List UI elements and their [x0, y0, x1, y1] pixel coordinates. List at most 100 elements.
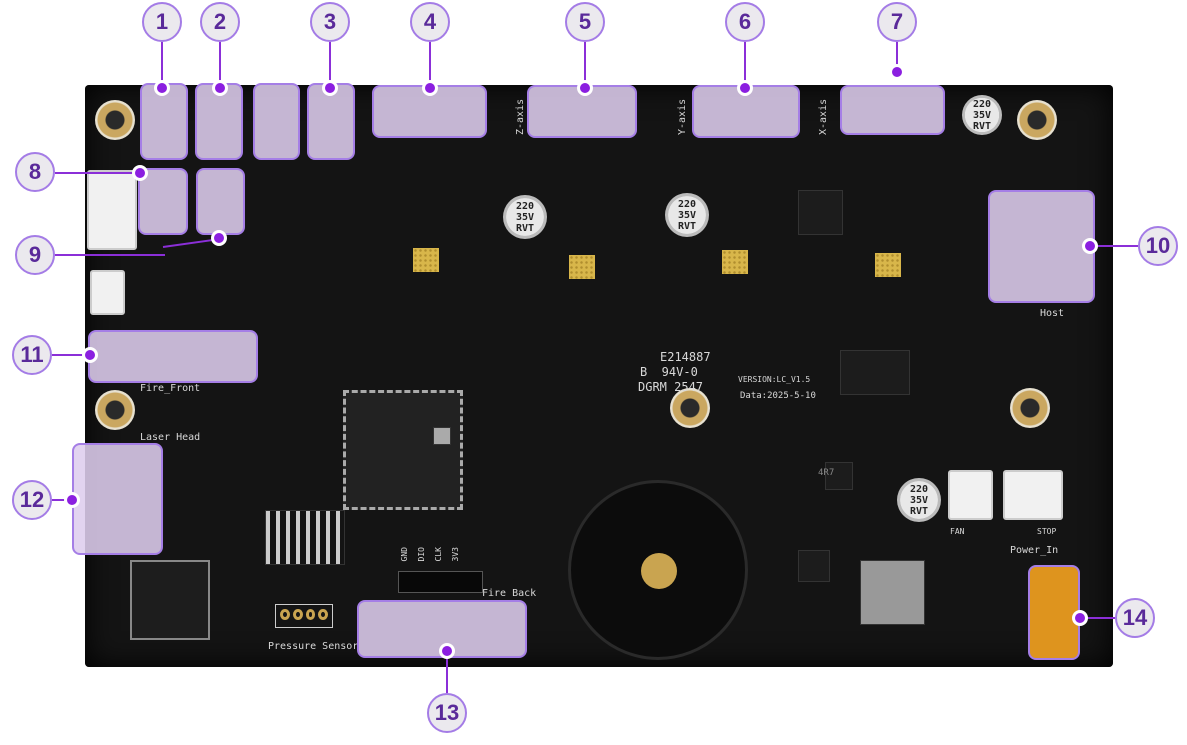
callout-13: 13	[427, 693, 467, 733]
leader-line	[896, 42, 898, 70]
callout-dot	[154, 80, 170, 96]
ic-chip	[265, 510, 345, 565]
pin-label: CLK	[434, 547, 443, 562]
power-in-label: Power_In	[1010, 545, 1059, 556]
fan-label: FAN	[950, 527, 965, 536]
callout-dot	[889, 64, 905, 80]
connector-11[interactable]	[88, 330, 258, 383]
connector-8[interactable]	[138, 168, 188, 235]
callout-11: 11	[12, 335, 52, 375]
driver-pad	[569, 255, 595, 279]
inductor	[798, 190, 843, 235]
leader-line	[55, 172, 140, 174]
z-axis-label: Z-axis	[515, 98, 526, 135]
ic-chip	[840, 350, 910, 395]
x-axis-label: X-axis	[818, 98, 829, 135]
connector-12[interactable]	[72, 443, 163, 555]
callout-dot	[577, 80, 593, 96]
crystal	[433, 427, 451, 445]
callout-dot	[1082, 238, 1098, 254]
mosfet	[130, 560, 210, 640]
connector-14-power[interactable]	[1028, 565, 1080, 660]
fire-front-label: Fire_Front	[140, 383, 201, 394]
leader-line	[329, 42, 331, 82]
pressure-sensor-header	[275, 604, 333, 628]
driver-pad	[722, 250, 748, 274]
callout-dot	[132, 165, 148, 181]
leader-line	[744, 42, 746, 82]
callout-5: 5	[565, 2, 605, 42]
stop-connector	[1003, 470, 1063, 520]
pin-label: 3V3	[451, 547, 460, 562]
inductor-label: 4R7	[818, 468, 835, 478]
dgrm-code: DGRM 2547	[638, 380, 704, 394]
version-label: VERSION:LC_V1.5	[738, 375, 811, 384]
leader-line	[219, 42, 221, 82]
driver-pad	[875, 253, 901, 277]
pin-label: DIO	[417, 547, 426, 562]
callout-7: 7	[877, 2, 917, 42]
mounting-hole	[1017, 100, 1057, 140]
white-connector	[90, 270, 125, 315]
mcu-chip	[343, 390, 463, 510]
fan-connector	[948, 470, 993, 520]
inductor	[825, 462, 853, 490]
mounting-hole	[670, 388, 710, 428]
mounting-hole	[1010, 388, 1050, 428]
pressure-sensor-label: Pressure Sensor	[268, 641, 359, 652]
flame-rating: B 94V-0	[640, 365, 698, 379]
connector-unlabeled[interactable]	[253, 83, 300, 160]
laser-head-label: Laser Head	[140, 432, 201, 443]
callout-12: 12	[12, 480, 52, 520]
mounting-hole	[95, 100, 135, 140]
y-axis-label: Y-axis	[677, 98, 688, 135]
callout-4: 4	[410, 2, 450, 42]
leader-line	[1080, 617, 1115, 619]
host-label: Host	[1040, 308, 1065, 319]
callout-dot	[212, 80, 228, 96]
leader-line	[429, 42, 431, 82]
callout-dot	[82, 347, 98, 363]
callout-14: 14	[1115, 598, 1155, 638]
fire-back-header	[398, 571, 483, 593]
header-pin-labels: GND DIO CLK 3V3	[400, 547, 460, 561]
leader-line	[55, 254, 165, 256]
callout-dot	[439, 643, 455, 659]
leader-line	[1090, 245, 1138, 247]
connector-9[interactable]	[196, 168, 245, 235]
mounting-hole	[95, 390, 135, 430]
white-connector	[87, 170, 137, 250]
callout-3: 3	[310, 2, 350, 42]
inductor	[798, 550, 830, 582]
callout-dot	[737, 80, 753, 96]
leader-line	[584, 42, 586, 82]
callout-dot	[64, 492, 80, 508]
callout-9: 9	[15, 235, 55, 275]
leader-line	[52, 354, 90, 356]
callout-dot	[211, 230, 227, 246]
callout-dot	[422, 80, 438, 96]
regulator	[860, 560, 925, 625]
leader-line	[446, 652, 448, 693]
pin-label: GND	[400, 547, 409, 562]
leader-line	[161, 42, 163, 82]
driver-pad	[413, 248, 439, 272]
callout-dot	[322, 80, 338, 96]
date-label: Data:2025-5-10	[740, 391, 816, 401]
fire-back-label: Fire Back	[482, 588, 537, 599]
callout-2: 2	[200, 2, 240, 42]
connector-7[interactable]	[840, 85, 945, 135]
leader-line	[52, 499, 72, 501]
callout-dot	[1072, 610, 1088, 626]
callout-1: 1	[142, 2, 182, 42]
callout-10: 10	[1138, 226, 1178, 266]
callout-6: 6	[725, 2, 765, 42]
callout-8: 8	[15, 152, 55, 192]
buzzer	[568, 480, 748, 660]
connector-10[interactable]	[988, 190, 1095, 303]
ul-number: E214887	[660, 350, 711, 364]
